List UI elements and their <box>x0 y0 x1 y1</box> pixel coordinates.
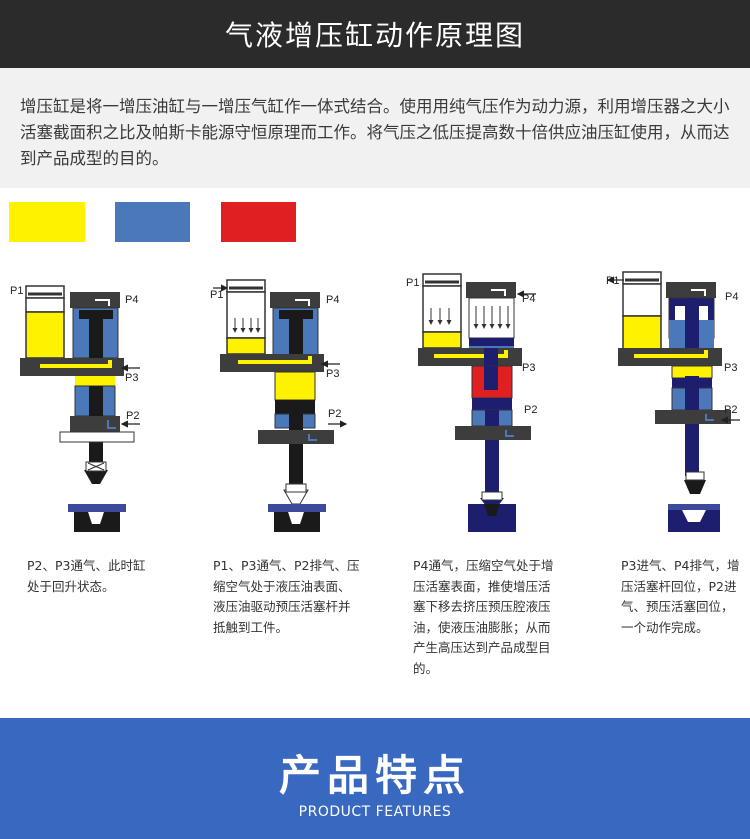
port-label-p3: P3 <box>522 362 535 374</box>
port-label-p1: P1 <box>10 285 23 297</box>
legend-swatch-blue <box>115 202 190 242</box>
port-label-p1: P1 <box>210 289 223 301</box>
legend-swatch-red <box>221 202 296 242</box>
stage-4-diagram: P1 P4 P3 P2 <box>606 271 740 532</box>
port-label-p4: P4 <box>326 294 339 306</box>
stage-1-caption: P2、P3通气、此时缸处于回升状态。 <box>27 558 146 594</box>
product-features-banner: 产品特点 PRODUCT FEATURES <box>0 718 750 839</box>
port-label-p2: P2 <box>524 404 537 416</box>
page-title: 气液增压缸动作原理图 <box>0 0 750 68</box>
port-label-p2: P2 <box>126 410 139 422</box>
port-label-p1: P1 <box>406 277 419 289</box>
stage-2-caption: P1、P3通气、P2排气、压缩空气处于液压油表面、液压油驱动预压活塞杆并抵触到工… <box>213 558 360 635</box>
legend-swatch-yellow <box>9 202 85 242</box>
port-label-p3: P3 <box>125 372 138 384</box>
stage-1-diagram: P1 P4 P3 P2 <box>10 285 140 532</box>
product-features-subtitle: PRODUCT FEATURES <box>298 804 452 820</box>
intro-paragraph: 增压缸是将一增压油缸与一增压气缸作一体式结合。使用用纯气压作为动力源，利用增压器… <box>0 68 750 188</box>
port-label-p3: P3 <box>724 362 737 374</box>
port-label-p1: P1 <box>606 275 619 287</box>
stage-3-diagram: P1 P4 P3 P2 <box>406 273 537 532</box>
port-label-p3: P3 <box>326 368 339 380</box>
port-label-p2: P2 <box>328 408 341 420</box>
port-label-p4: P4 <box>725 291 738 303</box>
product-features-title: 产品特点 <box>278 751 471 800</box>
port-label-p4: P4 <box>522 293 535 305</box>
stage-2-diagram: P1 P4 P3 P2 <box>210 279 348 532</box>
port-label-p4: P4 <box>125 294 138 306</box>
cylinder-diagrams: P1 P4 P3 P2 P1 P4 P3 P <box>10 271 740 532</box>
port-label-p2: P2 <box>724 404 737 416</box>
stage-3-caption: P4通气，压缩空气处于增压活塞表面，推使增压活塞下移去挤压预压腔液压油，使液压油… <box>413 558 554 676</box>
stage-4-caption: P3进气、P4排气，增压活塞杆回位，P2进气、预压活塞回位，一个动作完成。 <box>621 558 740 635</box>
